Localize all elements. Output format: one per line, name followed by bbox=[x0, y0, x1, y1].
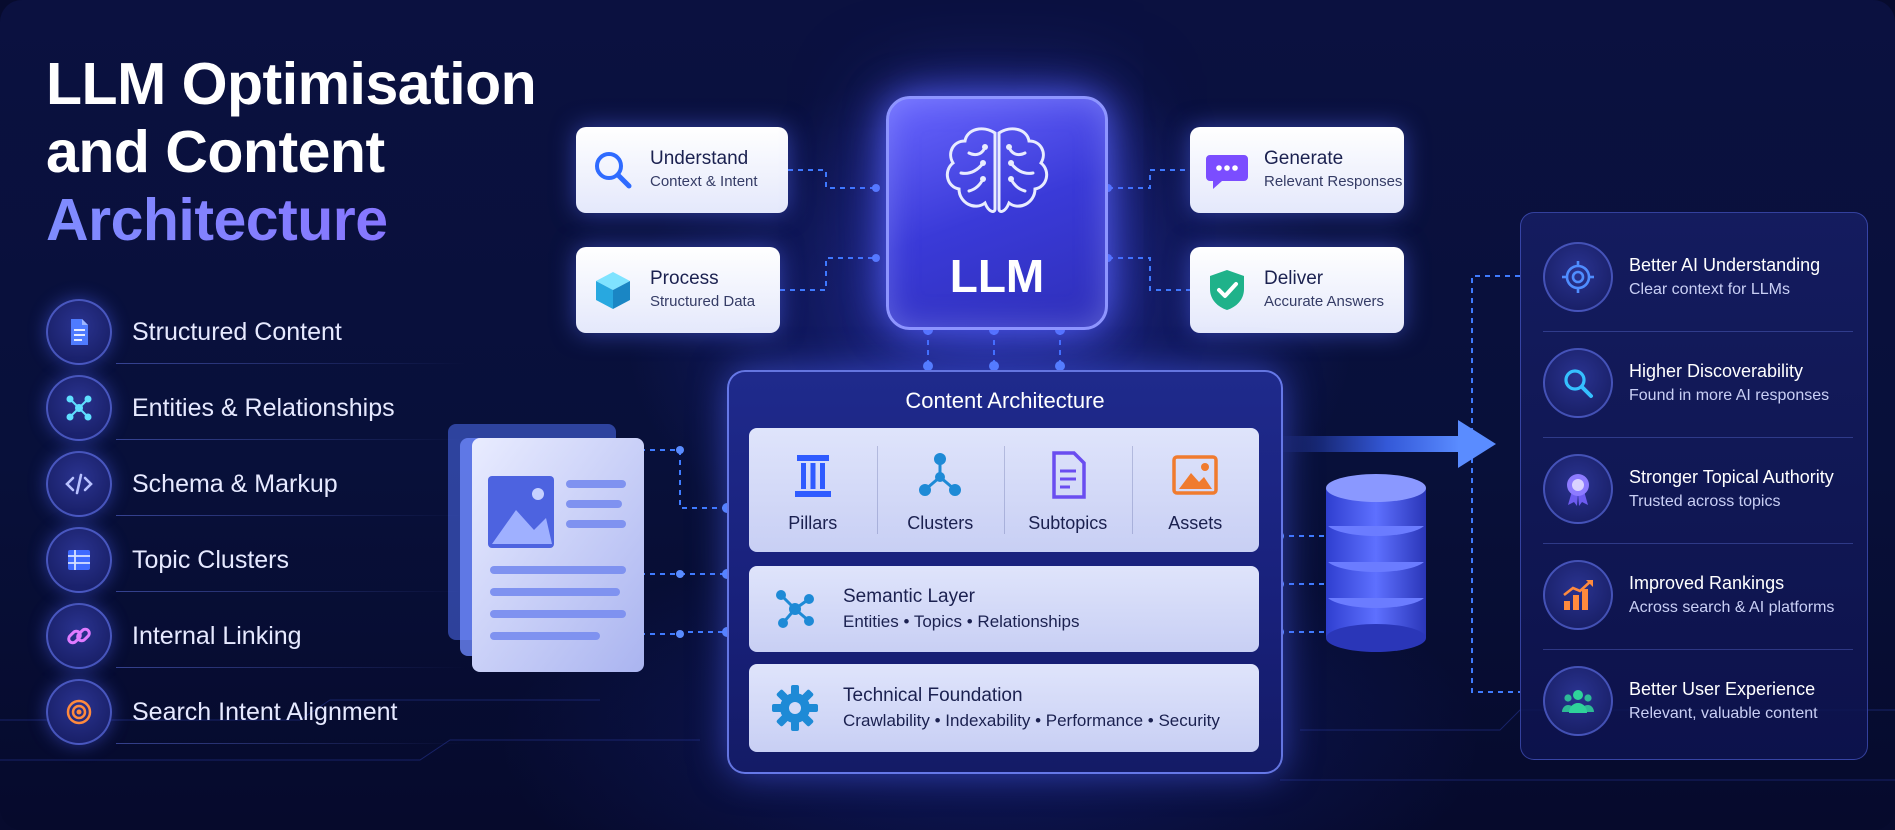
benefit-subtitle: Clear context for LLMs bbox=[1629, 281, 1790, 298]
feature-label: Schema & Markup bbox=[132, 469, 338, 498]
search-icon bbox=[1543, 348, 1613, 418]
card-subtitle: Accurate Answers bbox=[1264, 293, 1385, 310]
card-subtitle: Structured Data bbox=[650, 293, 756, 310]
users-icon bbox=[1543, 666, 1613, 736]
target-icon bbox=[46, 679, 112, 745]
network-icon bbox=[46, 375, 112, 441]
arrow-right bbox=[1279, 420, 1496, 468]
feature-item-entities: Entities & Relationships bbox=[46, 370, 466, 446]
feature-item-search-intent: Search Intent Alignment bbox=[46, 674, 466, 750]
document-illustration bbox=[448, 424, 644, 672]
technical-foundation-subtitle: Crawlability • Indexability • Performanc… bbox=[843, 711, 1220, 730]
feature-item-structured-content: Structured Content bbox=[46, 294, 466, 370]
image-icon bbox=[1172, 455, 1218, 495]
architecture-item-clusters: Clusters bbox=[876, 428, 1005, 552]
feature-label: Search Intent Alignment bbox=[132, 697, 398, 726]
pillar-label: Clusters bbox=[907, 513, 974, 533]
card-title: Process bbox=[650, 268, 719, 289]
feature-item-topic-clusters: Topic Clusters bbox=[46, 522, 466, 598]
llm-core: LLM bbox=[886, 96, 1108, 330]
benefit-subtitle: Across search & AI platforms bbox=[1629, 599, 1835, 616]
database-illustration bbox=[1326, 474, 1426, 652]
cluster-icon bbox=[919, 453, 962, 496]
feature-label: Topic Clusters bbox=[132, 545, 289, 574]
benefit-item-rankings: Improved Rankings Across search & AI pla… bbox=[1543, 543, 1853, 645]
semantic-layer-row: Semantic Layer Entities • Topics • Relat… bbox=[749, 566, 1259, 652]
benefit-item-user-experience: Better User Experience Relevant, valuabl… bbox=[1543, 649, 1853, 751]
benefit-subtitle: Trusted across topics bbox=[1629, 493, 1781, 510]
benefit-subtitle: Relevant, valuable content bbox=[1629, 705, 1818, 722]
benefit-title: Better User Experience bbox=[1629, 679, 1816, 699]
feature-list: Structured Content Entities & Relationsh… bbox=[46, 294, 466, 750]
card-title: Deliver bbox=[1264, 268, 1324, 289]
card-subtitle: Relevant Responses bbox=[1264, 173, 1403, 190]
document-icon bbox=[46, 299, 112, 365]
brain-icon bbox=[945, 127, 1049, 213]
search-icon bbox=[595, 152, 632, 189]
card-deliver: Deliver Accurate Answers bbox=[1190, 247, 1404, 333]
benefit-item-ai-understanding: Better AI Understanding Clear context fo… bbox=[1543, 227, 1853, 327]
benefits-panel: Better AI Understanding Clear context fo… bbox=[1520, 212, 1868, 760]
benefit-title: Higher Discoverability bbox=[1629, 361, 1804, 381]
card-title: Generate bbox=[1264, 148, 1344, 169]
feature-label: Structured Content bbox=[132, 317, 342, 346]
architecture-item-subtopics: Subtopics bbox=[1004, 428, 1132, 552]
subtopic-document-icon bbox=[1052, 451, 1086, 499]
cube-icon bbox=[596, 272, 630, 309]
code-icon bbox=[46, 451, 112, 517]
technical-foundation-title: Technical Foundation bbox=[843, 685, 1023, 706]
card-subtitle: Context & Intent bbox=[650, 173, 758, 190]
benefit-title: Improved Rankings bbox=[1629, 573, 1785, 593]
benefit-item-discoverability: Higher Discoverability Found in more AI … bbox=[1543, 331, 1853, 433]
benefit-subtitle: Found in more AI responses bbox=[1629, 387, 1830, 404]
feature-label: Internal Linking bbox=[132, 621, 302, 650]
shield-check-icon bbox=[1210, 270, 1244, 310]
semantic-layer-title: Semantic Layer bbox=[843, 586, 976, 607]
content-architecture-panel: Content Architecture Pillars Clusters Su… bbox=[727, 370, 1283, 774]
grid-table-icon bbox=[46, 527, 112, 593]
benefit-title: Stronger Topical Authority bbox=[1629, 467, 1834, 487]
card-understand: Understand Context & Intent bbox=[576, 127, 788, 213]
architecture-item-pillars: Pillars bbox=[749, 428, 877, 552]
page-title: LLM Optimisation and Content Architectur… bbox=[46, 50, 537, 254]
card-process: Process Structured Data bbox=[576, 247, 780, 333]
chat-bubble-icon bbox=[1206, 155, 1248, 189]
pillar-label: Pillars bbox=[788, 513, 838, 533]
link-icon bbox=[46, 603, 112, 669]
pillar-label: Assets bbox=[1168, 513, 1223, 533]
pillar-label: Subtopics bbox=[1028, 513, 1108, 533]
award-ribbon-icon bbox=[1543, 454, 1613, 524]
card-title: Understand bbox=[650, 148, 749, 169]
title-line-1: LLM Optimisation bbox=[46, 51, 537, 117]
card-generate: Generate Relevant Responses bbox=[1190, 127, 1404, 213]
architecture-pillars-row: Pillars Clusters Subtopics Assets bbox=[749, 428, 1259, 552]
crosshair-icon bbox=[1543, 242, 1613, 312]
title-line-2: and Content bbox=[46, 119, 385, 185]
llm-label: LLM bbox=[949, 250, 1045, 302]
title-line-3: Architecture bbox=[46, 186, 536, 254]
chart-up-icon bbox=[1543, 560, 1613, 630]
benefit-item-topical-authority: Stronger Topical Authority Trusted acros… bbox=[1543, 437, 1853, 539]
architecture-item-assets: Assets bbox=[1131, 428, 1260, 552]
pillar-icon bbox=[794, 455, 831, 497]
gear-icon bbox=[772, 685, 818, 731]
benefit-title: Better AI Understanding bbox=[1629, 255, 1821, 275]
architecture-title: Content Architecture bbox=[905, 388, 1105, 413]
feature-label: Entities & Relationships bbox=[132, 393, 395, 422]
feature-item-schema: Schema & Markup bbox=[46, 446, 466, 522]
feature-item-internal-linking: Internal Linking bbox=[46, 598, 466, 674]
technical-foundation-row: Technical Foundation Crawlability • Inde… bbox=[749, 664, 1259, 752]
network-icon bbox=[776, 590, 814, 628]
semantic-layer-subtitle: Entities • Topics • Relationships bbox=[843, 612, 1080, 631]
